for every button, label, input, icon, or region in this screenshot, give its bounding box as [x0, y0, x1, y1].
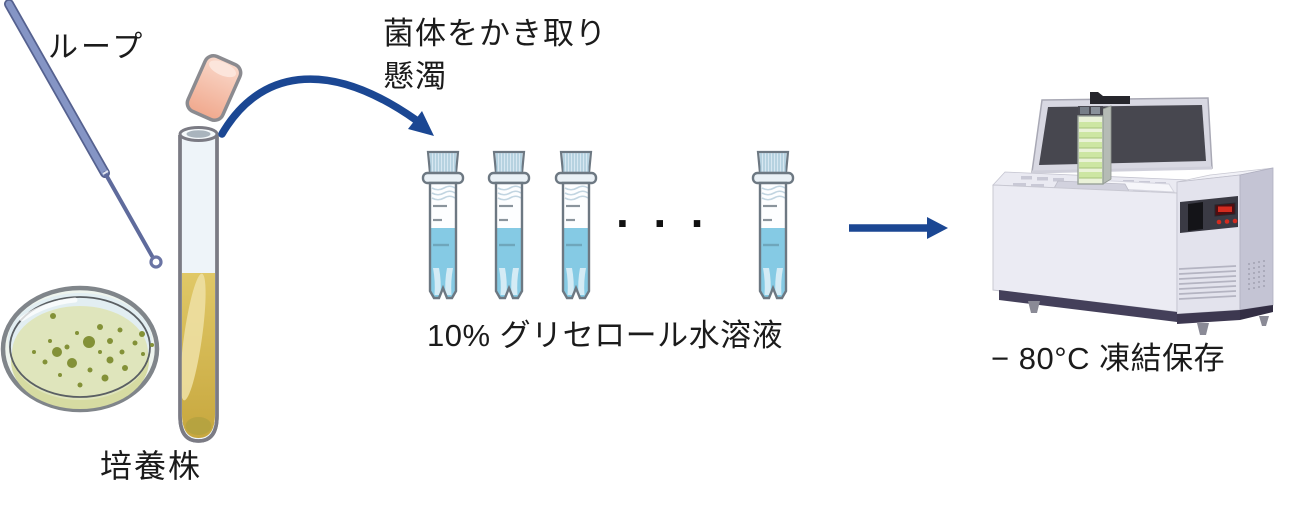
tube-liquid-bottom — [185, 417, 212, 435]
tube-liquid-highlight — [180, 273, 206, 401]
scrape-line1: 菌体をかき取り — [383, 16, 607, 51]
tower-side-face — [1239, 167, 1274, 311]
freezer-lid-handle — [1090, 92, 1130, 104]
more-vials-ellipsis: ··· — [616, 197, 728, 249]
tube-cap — [185, 53, 243, 123]
test-tube-icon — [178, 53, 243, 443]
loop-label: ループ — [48, 31, 146, 64]
tube-outline — [178, 135, 219, 443]
scrape-line2: 懸濁 — [383, 59, 447, 94]
freezer-icon — [992, 92, 1274, 335]
dish-inner-rim — [9, 296, 151, 398]
loop-ring — [149, 255, 163, 269]
culture-strain-label: 培養株 — [100, 448, 203, 484]
loop-handle — [5, 0, 109, 177]
freezer-lid-edge — [1031, 166, 1213, 174]
curved-arrow-head — [408, 111, 434, 136]
rack-top-slot-2 — [1091, 107, 1100, 114]
rack-top-box — [1078, 106, 1103, 116]
colonies — [32, 313, 154, 388]
cryovials-icon — [421, 150, 795, 300]
dish-highlight — [19, 297, 78, 322]
freezer-lid-inner — [1039, 105, 1206, 165]
tube-mouth — [186, 130, 211, 138]
curved-arrow-shaft — [218, 75, 420, 138]
rack-shelves — [1079, 122, 1102, 178]
glycerol-solution-label: 10% グリセロール水溶液 — [427, 318, 784, 353]
freezer-feet — [1028, 301, 1269, 335]
tube-cap-top — [209, 60, 237, 78]
indicator-lights — [1216, 218, 1238, 225]
loop-shaft — [103, 171, 154, 258]
tower-base-front — [1177, 310, 1240, 324]
cryovial-3 — [554, 150, 598, 300]
rack-top-slot-1 — [1080, 107, 1089, 114]
tower-base-side — [1240, 305, 1273, 320]
front-louvers — [1178, 265, 1237, 300]
petri-dish-icon — [0, 285, 160, 413]
rack-side — [1102, 105, 1112, 185]
temperature-readout — [1218, 206, 1232, 212]
sample-rack — [1077, 105, 1112, 185]
inoculation-loop-icon — [4, 0, 163, 269]
freezer-front-face — [993, 185, 1177, 312]
cryovial-1 — [421, 150, 465, 300]
cryovial-2 — [487, 150, 531, 300]
control-screen — [1188, 202, 1203, 231]
side-vent-grille — [1248, 260, 1265, 290]
loop-joint — [102, 170, 109, 175]
cryovial-4 — [751, 150, 795, 300]
straight-arrow-icon — [849, 217, 948, 239]
scrape-suspend-label: 菌体をかき取り懸濁 — [383, 12, 607, 98]
curved-arrow-icon — [218, 75, 434, 138]
agar-surface — [12, 306, 148, 400]
freezer-storage-label: − 80°C 凍結保存 — [991, 341, 1226, 376]
rack-shelf-edges — [1079, 127, 1102, 179]
freezer-base — [999, 290, 1177, 322]
straight-arrow-head — [927, 217, 948, 239]
